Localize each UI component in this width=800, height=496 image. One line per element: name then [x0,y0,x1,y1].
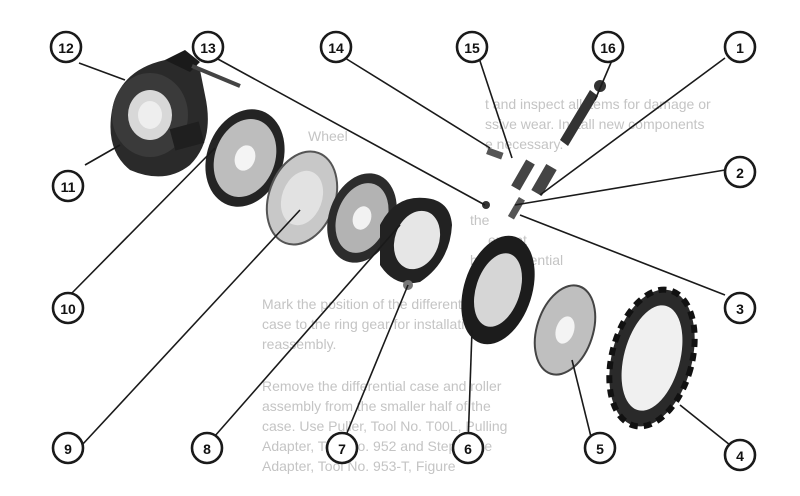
callout-9: 9 [51,431,85,465]
callout-circle [325,431,359,465]
callout-circle [455,30,489,64]
part-plate-9 [265,150,339,246]
part-plate-5 [533,284,597,376]
background-text-line: the [470,212,490,228]
callout-number: 10 [60,301,76,317]
background-text-line: Mark the position of the differential [262,296,476,312]
callout-number: 16 [600,40,616,56]
callout-circle [319,30,353,64]
callout-10: 10 [51,291,85,325]
callout-number: 1 [736,40,744,56]
callout-number: 14 [328,40,344,56]
callout-7: 7 [325,431,359,465]
callout-circle [591,30,625,64]
callout-number: 12 [58,40,74,56]
callout-number: 3 [736,301,744,317]
part-toothed-ring [606,286,698,430]
callout-8: 8 [190,431,224,465]
callout-16: 16 [591,30,625,64]
callout-circle [723,155,757,189]
callout-number: 15 [464,40,480,56]
part-pressure-ring [380,197,452,290]
background-text-line: ssive wear. Install new components [485,116,705,132]
callout-circle [51,431,85,465]
callout-number: 9 [64,441,72,457]
callout-number: 11 [61,179,76,195]
callout-3: 3 [723,291,757,325]
leader-lines [69,57,731,446]
part-friction-disc-10 [205,109,285,207]
callout-number: 6 [464,441,472,457]
callout-11: 11 [51,169,85,203]
callout-4: 4 [723,438,757,472]
callout-number: 4 [736,448,744,464]
callout-5: 5 [583,431,617,465]
background-text-line: assembly from the smaller half of the [262,398,491,414]
callout-6: 6 [451,431,485,465]
background-text-line: Remove the differential case and roller [262,378,502,394]
callout-circle [190,431,224,465]
callout-circle [723,291,757,325]
callout-circle [49,30,83,64]
callout-number: 7 [338,441,346,457]
part-housing-half [110,50,241,177]
callout-circle [723,438,757,472]
callout-circle [191,30,225,64]
callout-12: 12 [49,30,83,64]
callout-13: 13 [191,30,225,64]
callout-circle [51,291,85,325]
callout-14: 14 [319,30,353,64]
callout-circle [51,169,85,203]
background-text-line: reassembly. [262,336,337,352]
background-text-line: case. Use Puller, Tool No. T00L, Pulling [262,418,508,434]
callout-1: 1 [723,30,757,64]
callout-number: 13 [200,40,216,56]
callout-circle [451,431,485,465]
part-small-pins [482,80,606,220]
callout-number: 2 [736,165,744,181]
callout-number: 8 [203,441,211,457]
background-text-line: Adapter, Tool No. 953-T, Figure [262,458,456,474]
part-friction-disc-8 [327,173,397,263]
callout-circle [583,431,617,465]
part-side-ring [461,235,535,345]
background-text-line: e necessary. [485,136,564,152]
callout-2: 2 [723,155,757,189]
callout-15: 15 [455,30,489,64]
callout-number: 5 [596,441,604,457]
background-text-line: Adapter, Tool No. 952 and Step Plate [262,438,493,454]
background-text-line: case to the ring gear for installation o… [262,316,500,332]
background-text-line: t and inspect all items for damage or [485,96,711,112]
background-text-line: Wheel [308,128,348,144]
callout-circle [723,30,757,64]
